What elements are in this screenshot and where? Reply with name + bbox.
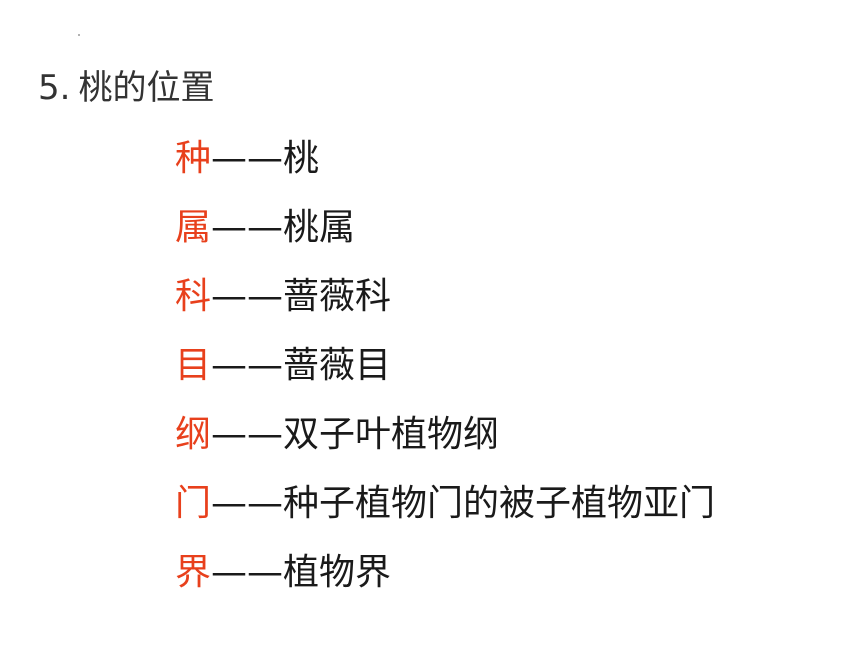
- page-title: 5.桃的位置: [38, 66, 214, 110]
- separator: ——: [211, 207, 284, 248]
- classification-row-class: 纲——双子叶植物纲: [175, 412, 715, 481]
- rank-label: 种: [175, 138, 212, 179]
- classification-row-kingdom: 界——植物界: [175, 550, 715, 619]
- classification-row-genus: 属——桃属: [175, 205, 715, 274]
- rank-value: 种子植物门的被子植物亚门: [283, 483, 716, 524]
- rank-value: 桃: [283, 138, 320, 179]
- classification-row-phylum: 门——种子植物门的被子植物亚门: [175, 481, 715, 550]
- separator: ——: [211, 345, 284, 386]
- rank-label: 属: [175, 207, 212, 248]
- separator: ——: [211, 552, 284, 593]
- rank-value: 双子叶植物纲: [283, 414, 500, 455]
- separator: ——: [211, 414, 284, 455]
- rank-value: 植物界: [283, 552, 392, 593]
- decorative-dot: [78, 34, 80, 36]
- classification-row-family: 科——蔷薇科: [175, 274, 715, 343]
- rank-label: 门: [175, 483, 212, 524]
- rank-label: 纲: [175, 414, 212, 455]
- separator: ——: [211, 138, 284, 179]
- classification-list: 种——桃 属——桃属 科——蔷薇科 目——蔷薇目 纲——双子叶植物纲 门——种子…: [175, 136, 715, 619]
- title-number: 5.: [38, 68, 71, 108]
- title-text: 桃的位置: [78, 68, 215, 108]
- classification-row-order: 目——蔷薇目: [175, 343, 715, 412]
- rank-label: 界: [175, 552, 212, 593]
- rank-value: 蔷薇目: [283, 345, 392, 386]
- rank-label: 目: [175, 345, 212, 386]
- rank-value: 蔷薇科: [283, 276, 392, 317]
- classification-row-species: 种——桃: [175, 136, 715, 205]
- separator: ——: [211, 483, 284, 524]
- rank-value: 桃属: [283, 207, 356, 248]
- rank-label: 科: [175, 276, 212, 317]
- separator: ——: [211, 276, 284, 317]
